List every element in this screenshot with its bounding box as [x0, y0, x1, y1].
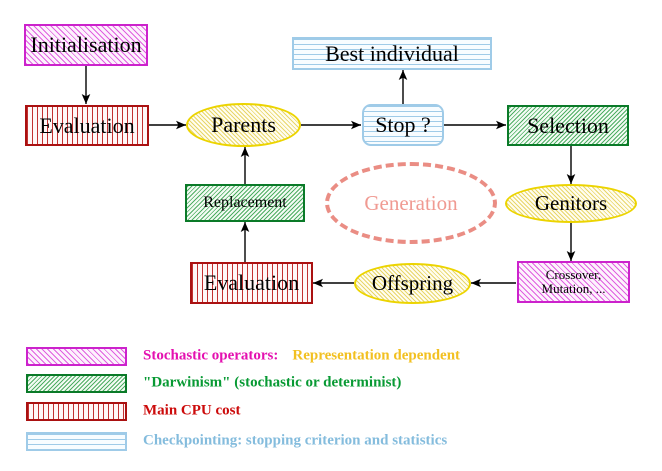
node-genitors-label: Genitors	[534, 191, 608, 216]
node-evaluation-top[interactable]: Evaluation	[25, 105, 149, 146]
node-evaluation-bottom[interactable]: Evaluation	[190, 262, 313, 304]
legend-swatch-green	[26, 373, 127, 393]
node-stop-label: Stop ?	[375, 112, 431, 138]
legend-label-darwinism: "Darwinism" (stochastic or determinist)	[143, 374, 402, 391]
node-parents[interactable]: Parents	[186, 103, 301, 147]
legend-label-main-cpu-cost: Main CPU cost	[143, 402, 241, 419]
legend-row: Checkpointing: stopping criterion and st…	[0, 428, 662, 454]
legend-label-checkpointing: Checkpointing: stopping criterion and st…	[143, 432, 448, 449]
node-crossover-mutation-label-line1: Crossover,	[545, 267, 602, 283]
legend-row: "Darwinism" (stochastic or determinist)	[0, 370, 662, 396]
node-replacement-label: Replacement	[203, 193, 287, 211]
legend-text-representation-dependent: Representation dependent	[292, 347, 461, 364]
node-offspring-label: Offspring	[371, 271, 454, 296]
legend-label-stochastic-operators: Stochastic operators: Representation depe…	[143, 348, 460, 365]
node-initialisation-label: Initialisation	[30, 32, 142, 58]
node-crossover-mutation-label-line2: Mutation, ...	[541, 281, 606, 296]
node-evaluation-bottom-label: Evaluation	[203, 270, 300, 296]
node-evaluation-top-label: Evaluation	[39, 112, 135, 138]
legend-swatch-magenta	[26, 346, 127, 366]
node-selection[interactable]: Selection	[507, 105, 629, 146]
node-stop[interactable]: Stop ?	[362, 104, 444, 146]
legend-text-stochastic-operators: Stochastic operators:	[143, 347, 279, 364]
node-crossover-mutation[interactable]: Crossover, Mutation, ...	[517, 261, 630, 303]
node-best-individual-label: Best individual	[325, 40, 459, 66]
legend-row: Stochastic operators: Representation depe…	[0, 343, 662, 369]
node-generation: Generation	[325, 162, 497, 244]
node-offspring[interactable]: Offspring	[354, 263, 471, 304]
legend-row: Main CPU cost	[0, 398, 662, 424]
node-genitors[interactable]: Genitors	[505, 184, 637, 223]
node-selection-label: Selection	[527, 112, 609, 138]
node-generation-label: Generation	[364, 190, 458, 215]
legend: Stochastic operators: Representation depe…	[0, 340, 662, 471]
node-replacement[interactable]: Replacement	[185, 184, 305, 222]
node-parents-label: Parents	[211, 112, 276, 138]
legend-swatch-red	[26, 401, 127, 421]
legend-swatch-blue	[26, 431, 127, 451]
node-initialisation[interactable]: Initialisation	[24, 24, 148, 66]
node-best-individual[interactable]: Best individual	[292, 37, 492, 70]
